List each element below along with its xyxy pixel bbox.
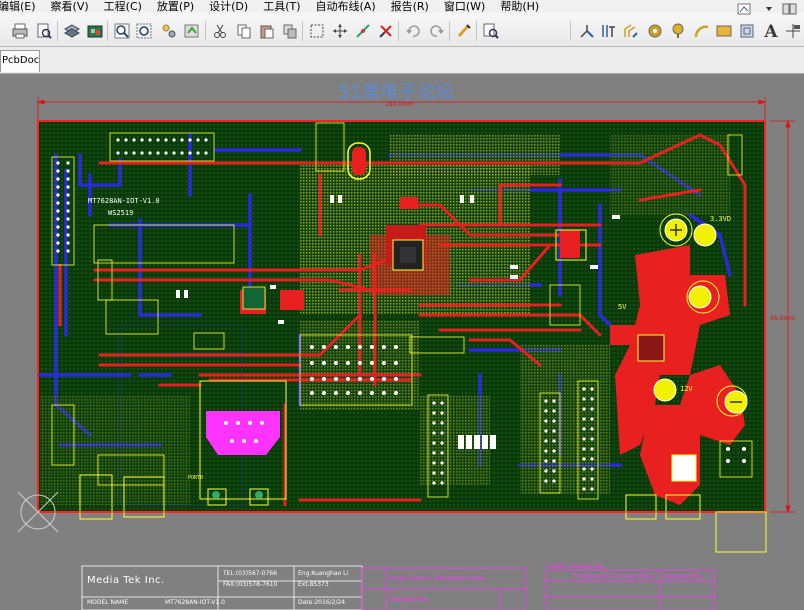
title-fax: FAX:(03)578-7610 <box>223 581 278 588</box>
ic-packages <box>242 142 665 362</box>
menu-design[interactable]: 设计(D) <box>209 0 249 13</box>
port-label: PORT0 <box>188 475 204 481</box>
copy-icon[interactable] <box>235 22 253 40</box>
multi-route-icon[interactable] <box>622 22 640 40</box>
undo-icon[interactable] <box>404 22 422 40</box>
header-pads <box>56 138 746 491</box>
menu-autoroute[interactable]: 自动布线(A) <box>315 0 376 13</box>
document-tab-strip: PcbDoc <box>0 47 804 74</box>
highlight-net-icon[interactable] <box>455 22 473 40</box>
menu-bar: 编辑(E) 察看(V) 工程(C) 放置(P) 设计(D) 工具(T) 自动布线… <box>0 0 804 13</box>
zoom-last-icon[interactable] <box>183 22 201 40</box>
title-extension: Ext.85373 <box>298 581 329 588</box>
title-block-frame <box>81 565 715 610</box>
paste-icon[interactable] <box>258 22 276 40</box>
select-connected-icon[interactable] <box>354 22 372 40</box>
electrolytic-capacitors <box>653 213 748 417</box>
place-region-icon[interactable] <box>738 22 756 40</box>
design-view-icon[interactable] <box>736 0 754 18</box>
menu-place[interactable]: 放置(P) <box>156 0 195 13</box>
select-area-icon[interactable] <box>308 22 326 40</box>
tab-pcbdoc[interactable]: PcbDoc <box>0 50 40 72</box>
zoom-fit-icon[interactable] <box>113 22 131 40</box>
diff-pair-route-icon[interactable] <box>600 22 618 40</box>
place-pad-icon[interactable] <box>669 22 687 40</box>
module-silk-outline <box>93 224 235 264</box>
zoom-selected-icon[interactable] <box>160 22 178 40</box>
title-project-name: Project Name: Bootloader Mode <box>390 575 486 582</box>
menu-edit[interactable]: 编辑(E) <box>0 0 36 13</box>
zoom-area-icon[interactable] <box>135 22 153 40</box>
pin-headers <box>51 122 753 500</box>
title-date: Date:2016/2/24 <box>298 599 346 606</box>
origin-marker <box>17 491 59 533</box>
passive-components <box>176 195 620 449</box>
rail-5v-label: 5V <box>618 303 627 311</box>
redo-icon[interactable] <box>428 22 446 40</box>
component-browser-icon[interactable] <box>482 22 500 40</box>
title-approved-by: Approved By <box>664 573 703 580</box>
rail-12v-label: 12V <box>680 385 693 393</box>
bottom-edge-connectors <box>79 454 767 553</box>
title-change-log: Project Change Log <box>546 563 605 570</box>
board-revision-silkscreen: WS2519 <box>108 209 134 217</box>
title-tel: TEL:(03)567-0766 <box>223 570 278 577</box>
menu-tools[interactable]: 工具(T) <box>263 0 301 13</box>
toolbar: A <box>0 3 804 47</box>
title-change-notes: Engineering Change Notes <box>574 573 655 580</box>
menu-reports[interactable]: 报告(R) <box>390 0 429 13</box>
board-height-dimension: 96.9mm <box>770 315 796 322</box>
cut-icon[interactable] <box>211 22 229 40</box>
place-coordinate-icon[interactable] <box>784 22 802 40</box>
forum-watermark: 51黑电子论坛 <box>338 82 455 103</box>
title-company: Media Tek Inc. <box>87 575 165 586</box>
layer-stack-icon[interactable] <box>63 22 81 40</box>
rubber-stamp-icon[interactable] <box>281 22 299 40</box>
board-dimensions <box>36 97 795 514</box>
title-designed-by: Designed By <box>390 596 428 603</box>
rj45-connector-overlay <box>199 380 287 506</box>
chevron-down-icon[interactable] <box>760 0 778 18</box>
move-icon[interactable] <box>331 22 349 40</box>
clear-selection-icon[interactable] <box>377 22 395 40</box>
place-arc-icon[interactable] <box>693 22 711 40</box>
place-via-icon[interactable] <box>646 22 664 40</box>
pcb-board-drawing <box>17 97 795 610</box>
board-width-dimension: 180.0mm <box>385 101 414 108</box>
menu-help[interactable]: 帮助(H) <box>500 0 540 13</box>
place-string-icon[interactable]: A <box>764 22 778 42</box>
title-model-name-label: MODEL NAME <box>87 599 129 606</box>
board-3d-icon[interactable] <box>86 22 104 40</box>
print-icon[interactable] <box>11 22 29 40</box>
menu-project[interactable]: 工程(C) <box>103 0 142 13</box>
crystal-oscillator <box>347 142 371 180</box>
window-arrange-icon[interactable] <box>781 0 799 18</box>
board-model-silkscreen: MT7628AN-IOT-V1.0 <box>88 197 160 205</box>
title-engineer: Eng.Kuanghao Li <box>298 570 349 577</box>
menu-window[interactable]: 窗口(W) <box>443 0 486 13</box>
title-model-name-value: MT7628AN-IOT-V1.0 <box>165 599 225 606</box>
menu-view[interactable]: 察看(V) <box>50 0 89 13</box>
interactive-route-icon[interactable] <box>578 22 596 40</box>
print-preview-icon[interactable] <box>35 22 53 40</box>
place-fill-icon[interactable] <box>715 22 733 40</box>
pcb-canvas[interactable]: 51黑电子论坛 180.0mm 96.9mm MT7628AN-IOT-V1.0… <box>0 75 804 610</box>
rail-3v3-label: 3.3VD <box>710 215 732 223</box>
